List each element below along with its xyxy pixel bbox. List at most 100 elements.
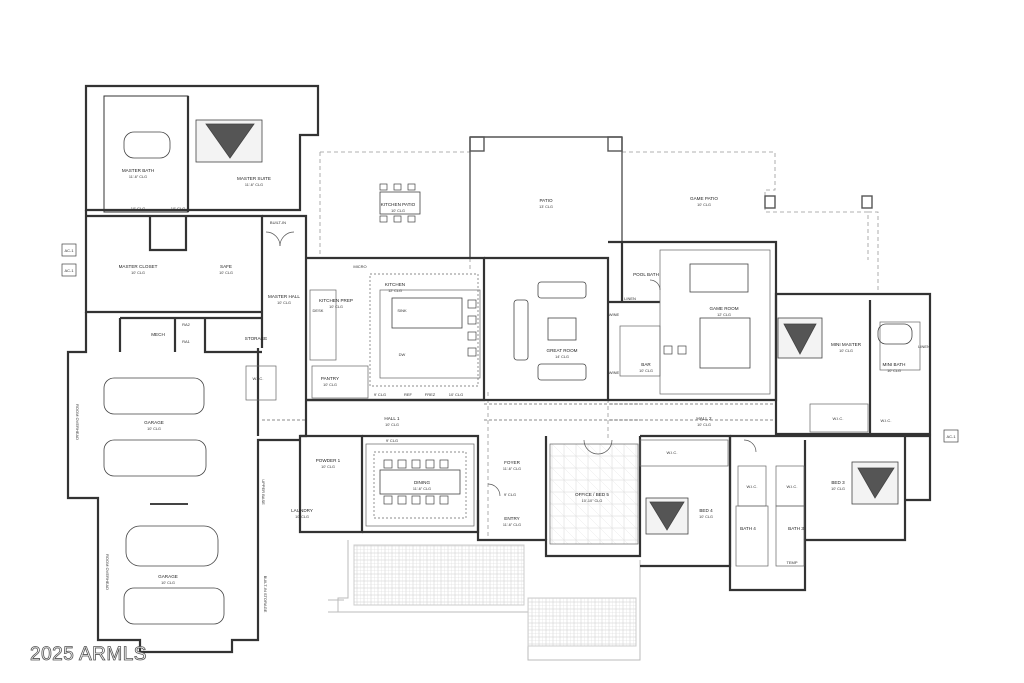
room-label: MINI BATH xyxy=(883,362,906,367)
svg-text:10' CLG: 10' CLG xyxy=(699,515,713,519)
svg-text:11'-6" CLG: 11'-6" CLG xyxy=(245,183,263,187)
svg-text:10' CLG: 10' CLG xyxy=(697,423,711,427)
interior-lines xyxy=(245,249,921,567)
room-label: PATIO xyxy=(539,198,553,203)
svg-text:UPPER BASE: UPPER BASE xyxy=(261,479,266,505)
svg-text:LINEN: LINEN xyxy=(624,296,636,301)
svg-text:WINE: WINE xyxy=(609,312,620,317)
svg-text:10' CLG: 10' CLG xyxy=(161,581,175,585)
svg-text:SINK: SINK xyxy=(397,308,407,313)
svg-text:DW: DW xyxy=(399,352,406,357)
svg-text:AC-1: AC-1 xyxy=(64,268,74,273)
svg-text:14' CLG: 14' CLG xyxy=(555,355,569,359)
room-label: BAR xyxy=(641,362,651,367)
room-label: MASTER CLOSET xyxy=(119,264,158,269)
svg-text:10' CLG: 10' CLG xyxy=(839,349,853,353)
svg-text:10'-10" CLG: 10'-10" CLG xyxy=(582,499,603,503)
svg-text:10' CLG: 10' CLG xyxy=(277,301,291,305)
svg-text:10' CLG: 10' CLG xyxy=(295,515,309,519)
svg-text:10' CLG: 10' CLG xyxy=(171,206,186,211)
svg-text:11'-6" CLG: 11'-6" CLG xyxy=(413,487,431,491)
room-label: HALL 1 xyxy=(384,416,400,421)
room-label: KITCHEN xyxy=(385,282,405,287)
svg-text:10' CLG: 10' CLG xyxy=(449,392,464,397)
svg-text:13' CLG: 13' CLG xyxy=(539,205,553,209)
svg-text:10' CLG: 10' CLG xyxy=(323,383,337,387)
svg-text:ROOM OVERHEAD: ROOM OVERHEAD xyxy=(75,404,80,440)
watermark: 2025 ARMLS xyxy=(30,644,147,665)
room-label: MECH xyxy=(151,332,165,337)
svg-text:10' CLG: 10' CLG xyxy=(131,206,146,211)
svg-text:12' CLG: 12' CLG xyxy=(388,289,402,293)
room-label: MASTER HALL xyxy=(268,294,300,299)
room-label: BATH 4 xyxy=(740,526,756,531)
room-label: OFFICE / BED 5 xyxy=(575,492,609,497)
svg-text:10' CLG: 10' CLG xyxy=(697,203,711,207)
svg-text:DESK: DESK xyxy=(313,308,324,313)
svg-text:9' CLG: 9' CLG xyxy=(386,438,398,443)
patio-posts xyxy=(469,136,873,258)
svg-text:AC-1: AC-1 xyxy=(946,434,956,439)
room-label: GREAT ROOM xyxy=(547,348,578,353)
svg-text:10' CLG: 10' CLG xyxy=(219,271,233,275)
room-label: KITCHEN PREP xyxy=(319,298,353,303)
svg-text:BUILT-IN: BUILT-IN xyxy=(270,220,286,225)
svg-text:RA2: RA2 xyxy=(182,322,191,327)
svg-text:AC-1: AC-1 xyxy=(64,248,74,253)
svg-text:10' CLG: 10' CLG xyxy=(385,423,399,427)
svg-text:TEMP: TEMP xyxy=(786,560,797,565)
svg-text:10' CLG: 10' CLG xyxy=(321,465,335,469)
room-label: POWDER 1 xyxy=(316,458,341,463)
room-label: MASTER BATH xyxy=(122,168,154,173)
svg-text:10' CLG: 10' CLG xyxy=(391,209,405,213)
furniture xyxy=(103,119,913,625)
svg-text:9' CLG: 9' CLG xyxy=(504,492,516,497)
room-label: FOYER xyxy=(504,460,521,465)
room-label: MINI MASTER xyxy=(831,342,862,347)
svg-text:11'-6" CLG: 11'-6" CLG xyxy=(129,175,147,179)
svg-text:9' CLG: 9' CLG xyxy=(374,392,386,397)
room-label: GARAGE xyxy=(144,420,164,425)
svg-text:11'-6" CLG: 11'-6" CLG xyxy=(503,467,521,471)
fixture-labels: W.I.C. W.I.C. W.I.C. W.I.C. W.I.C. W.I.C… xyxy=(131,206,930,565)
svg-text:10' CLG: 10' CLG xyxy=(639,369,653,373)
svg-text:11'-6" CLG: 11'-6" CLG xyxy=(503,523,521,527)
room-label: GAME PATIO xyxy=(690,196,718,201)
svg-text:FREZ: FREZ xyxy=(425,392,436,397)
svg-text:10' CLG: 10' CLG xyxy=(131,271,145,275)
svg-text:RA1: RA1 xyxy=(182,339,191,344)
room-label: BED 4 xyxy=(699,508,713,513)
room-label: PANTRY xyxy=(321,376,339,381)
room-label: BATH 3 xyxy=(788,526,804,531)
room-label: HALL 2 xyxy=(696,416,712,421)
chairs xyxy=(379,183,687,505)
svg-text:REF: REF xyxy=(404,392,413,397)
svg-text:LINEN: LINEN xyxy=(918,344,930,349)
svg-text:10' CLG: 10' CLG xyxy=(147,427,161,431)
front-courtyard xyxy=(328,540,641,661)
svg-text:W.I.C.: W.I.C. xyxy=(667,450,678,455)
room-label: KITCHEN PATIO xyxy=(381,202,416,207)
doors xyxy=(265,231,757,497)
svg-text:12' CLG: 12' CLG xyxy=(717,313,731,317)
room-label: SAFE xyxy=(220,264,232,269)
room-label: DINING xyxy=(414,480,431,485)
room-label: GARAGE xyxy=(158,574,178,579)
svg-text:10' CLG: 10' CLG xyxy=(887,369,901,373)
svg-text:W.I.C.: W.I.C. xyxy=(881,418,892,423)
svg-text:W.I.C.: W.I.C. xyxy=(253,376,264,381)
svg-text:W.I.C.: W.I.C. xyxy=(747,484,758,489)
room-label: POOL BATH xyxy=(633,272,659,277)
room-label: LAUNDRY xyxy=(291,508,313,513)
svg-text:10' CLG: 10' CLG xyxy=(329,305,343,309)
svg-text:10' CLG: 10' CLG xyxy=(831,487,845,491)
svg-text:W.I.C.: W.I.C. xyxy=(833,416,844,421)
walls xyxy=(66,84,932,654)
window-tags: AC-1 AC-1 AC-1 xyxy=(61,243,959,443)
room-label: BED 3 xyxy=(831,480,845,485)
room-label: STORAGE xyxy=(245,336,267,341)
svg-text:MICRO: MICRO xyxy=(353,264,366,269)
room-label: ENTRY xyxy=(504,516,520,521)
svg-text:WINE: WINE xyxy=(609,370,620,375)
